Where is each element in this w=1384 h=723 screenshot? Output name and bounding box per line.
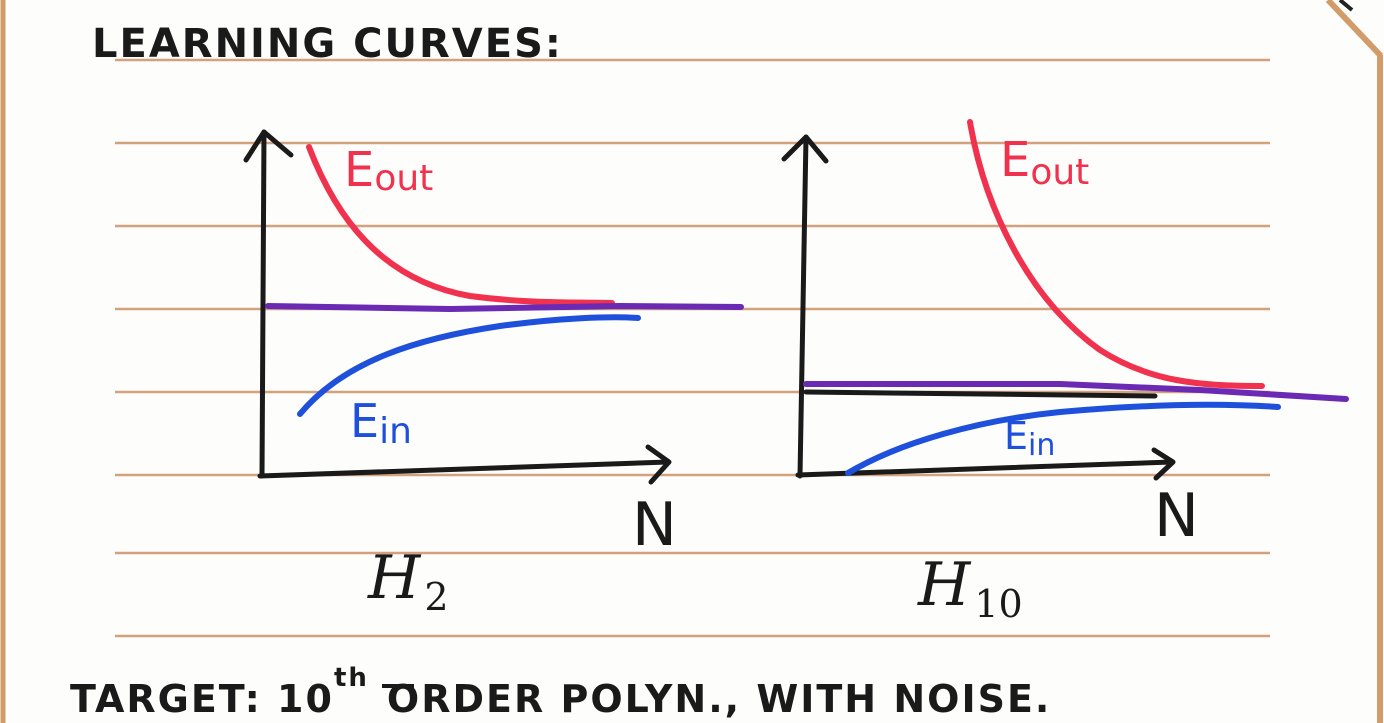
hypothesis-symbol: H <box>367 543 422 613</box>
bias-line <box>803 381 1349 402</box>
paper-corner-fold <box>1325 0 1384 59</box>
target-note: TARGET: 10th ORDER POLYN., WITH NOISE. <box>70 663 1051 721</box>
e-in-label: Ein <box>350 394 412 452</box>
x-axis-label: N <box>1154 481 1199 551</box>
x-axis-arrowhead <box>1151 447 1176 481</box>
e-out-label-base: E <box>344 142 374 198</box>
e-in-label: Ein <box>1004 414 1055 463</box>
hypothesis-symbol: H <box>917 550 972 620</box>
bias-line <box>265 302 744 313</box>
y-axis <box>259 129 267 479</box>
y-axis <box>797 134 809 479</box>
hypothesis-subscript: 10 <box>974 582 1022 626</box>
x-axis-label: N <box>632 490 677 560</box>
x-axis <box>257 459 671 479</box>
axes <box>781 134 1176 481</box>
e-out-label: Eout <box>344 142 433 199</box>
e-out-label-base: E <box>1000 132 1030 188</box>
y-axis-arrowhead <box>243 129 294 163</box>
e-in-curve <box>845 401 1281 476</box>
hypothesis-subscript: 2 <box>424 575 448 619</box>
e-out-label-sub: out <box>374 158 433 199</box>
e-in-label-base: E <box>350 394 379 448</box>
target-suffix: ORDER POLYN., WITH NOISE. <box>387 677 1051 721</box>
reference-line <box>803 389 1158 399</box>
axes <box>243 129 672 485</box>
x-axis <box>795 459 1175 478</box>
e-in-label-sub: in <box>1028 428 1055 463</box>
target-prefix: TARGET: 10 <box>70 677 334 721</box>
e-out-curve <box>967 119 1265 389</box>
e-out-label-sub: out <box>1030 152 1089 193</box>
y-axis-arrowhead <box>781 134 829 164</box>
e-in-label-base: E <box>1004 414 1028 458</box>
page-title: LEARNING CURVES: <box>92 21 563 67</box>
e-in-curve <box>297 314 641 417</box>
e-out-curve <box>306 144 615 306</box>
paper-corner-mark <box>1338 0 1354 12</box>
x-axis-arrowhead <box>645 444 672 485</box>
e-in-label-sub: in <box>379 411 412 452</box>
e-out-label: Eout <box>1000 132 1089 193</box>
target-superscript: th <box>334 663 369 693</box>
